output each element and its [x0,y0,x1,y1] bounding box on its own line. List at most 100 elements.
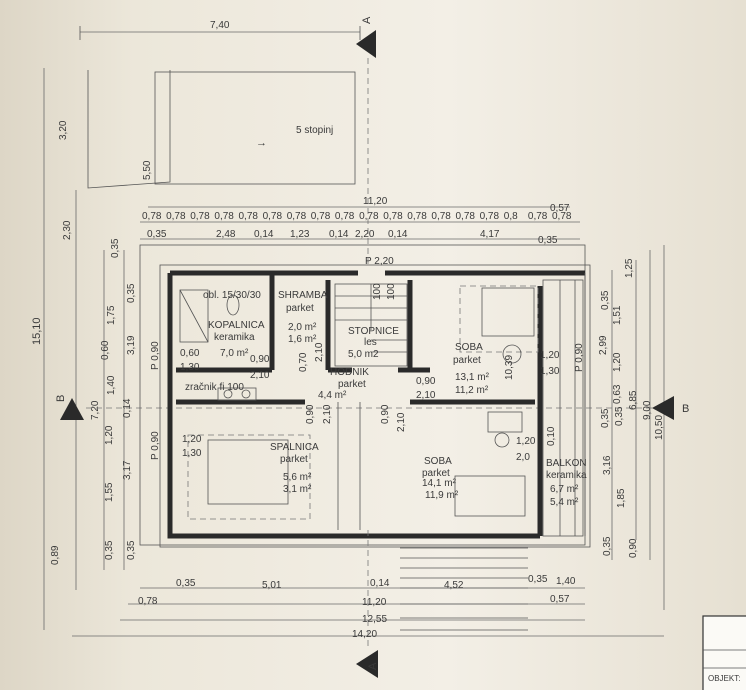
tile-row-dim: 0,78 [480,211,500,222]
dim-right-inner-2: 1,20 [612,352,623,372]
room-spalnica-area1: 5,6 m² [283,472,312,483]
dim-right-mid-1: 6,85 [628,390,639,410]
dim-right-small-0: 1,25 [624,258,635,278]
d-210b: 2,10 [314,342,325,362]
dim-right-mid-0: 9,00 [642,400,653,420]
tile-row-dim: 0,78 [311,211,331,222]
section-a-top-marker [356,30,376,58]
bed-soba-upper [481,287,535,337]
dim-550: 5,50 [142,160,153,180]
dim-right-small-2: 0,35 [600,408,611,428]
d-090a: 0,90 [250,354,270,365]
section-b-right-marker [652,396,674,420]
seg-2: 0,14 [254,229,274,240]
vent-label: zračnik fi 100 [185,382,244,393]
room-soba-upper-area2: 11,2 m² [455,385,489,396]
tile-row-dim: 0,78 [431,211,451,222]
dim-left-mid-2: 1,55 [104,482,115,502]
seg-4: 0,14 [329,229,349,240]
tile-row-dim: 0,78 [359,211,379,222]
dim-bottom-seg-4: 0,35 [528,574,548,585]
dim-bottom-1255: 12,55 [362,614,387,625]
d-210a: 2,10 [250,370,270,381]
d-210e: 2,10 [416,390,436,401]
double-bed-spalnica [207,439,289,505]
tile-row-dim: 0,78 [190,211,210,222]
d-090c: 0,90 [380,404,391,424]
d-210c: 2,10 [322,404,333,424]
tile-row-dim: 0,78 [287,211,307,222]
desk [487,411,523,433]
tile-row-dim: 0,78 [214,211,234,222]
dim-320: 3,20 [58,120,69,140]
room-shramba-area1: 2,0 m² [288,322,317,333]
tile-row-dim: 0,78 [335,211,355,222]
section-a-bottom-marker [356,650,378,678]
seg-0: 0,35 [147,229,167,240]
seg-3: 1,23 [290,229,310,240]
tile-row-dim: 0,78 [142,211,162,222]
room-hodnik-area: 4,4 m² [318,390,347,401]
dim-left-mid-1: 1,20 [104,425,115,445]
label-p220: P 2,20 [365,256,394,267]
d-070: 0,70 [298,352,309,372]
tile-row-dim: 0,78 [456,211,476,222]
dim-right-small-1: 0,35 [600,290,611,310]
dim-left-bottom-035: 0,35 [126,540,137,560]
room-soba-upper-area1: 13,1 m² [455,372,490,383]
dim-left-outer-0: 2,30 [62,220,73,240]
dim-bottom-seg-3: 4,52 [444,580,464,591]
room-spalnica-floor: parket [280,454,308,465]
room-spalnica-name: SPALNICA [270,442,319,453]
room-kopalnica-area: 7,0 m² [220,348,249,359]
tile-row-dim: 0,78 [166,211,186,222]
stair-100a: 100 [372,283,383,300]
section-a-bottom-label: A [367,662,379,670]
room-kopalnica-name: KOPALNICA [208,320,265,331]
tile-row-dim: 0,78 [239,211,259,222]
dim-left-inner-6: 0,35 [126,283,137,303]
title-block-objekt: OBJEKT: [708,674,740,683]
dim-left-inner-5: 3,17 [122,460,133,480]
d-090d: 0,90 [416,376,436,387]
tile-row-dim: 0,78 [552,211,572,222]
dim-right-inner-1: 1,51 [612,305,623,325]
dim-bottom-seg-0: 0,35 [176,578,196,589]
dim-bottom-057: 0,57 [550,594,570,605]
room-hodnik-floor: parket [338,379,366,390]
seg-6: 0,14 [388,229,408,240]
d-210d: 2,10 [396,412,407,432]
room-spalnica-area2: 3,1 m² [283,484,312,495]
dim-bottom-1420: 14,20 [352,629,377,640]
w-130b: 1,30 [182,448,202,459]
w-200: 2,0 [516,452,530,463]
window-left-2: P 0,90 [150,431,161,460]
dim-bottom-078: 0,78 [138,596,158,607]
stairs-label: 5 stopinj [296,125,333,136]
dim-bottom-1120: 11,20 [362,597,387,608]
dim-left-mid-3: 0,35 [104,540,115,560]
room-balkon-area1: 6,7 m² [550,484,579,495]
bed-soba-lower [454,475,526,517]
room-stopnice-name: STOPNICE [348,326,399,337]
dim-bottom-seg-5: 1,40 [556,576,576,587]
room-soba-lower-area1: 14,1 m² [422,478,457,489]
dim-total-inner: 11,20 [363,196,388,207]
title-block [702,615,746,690]
tile-row-dim: 0,78 [528,211,548,222]
room-hodnik-name: HODNIK [330,367,369,378]
dim-left-mid-0: 0,60 [100,340,111,360]
tile-row-dim: 0,78 [263,211,283,222]
staircase [334,283,408,367]
w-120a: 1,20 [182,434,202,445]
dim-left-outer-2: 0,89 [50,545,61,565]
w-060: 0,60 [180,348,200,359]
dim-overall-top: 7,40 [210,20,230,31]
room-stopnice-area: 5,0 m2 [348,349,379,360]
dim-left-inner-1: 1,75 [106,305,117,325]
seg-1: 2,48 [216,229,236,240]
room-soba-upper-floor: parket [453,355,481,366]
w-120d: 1,20 [516,436,536,447]
stairs-arrow: → [256,137,267,149]
dim-left-outer-1: 7,20 [90,400,101,420]
